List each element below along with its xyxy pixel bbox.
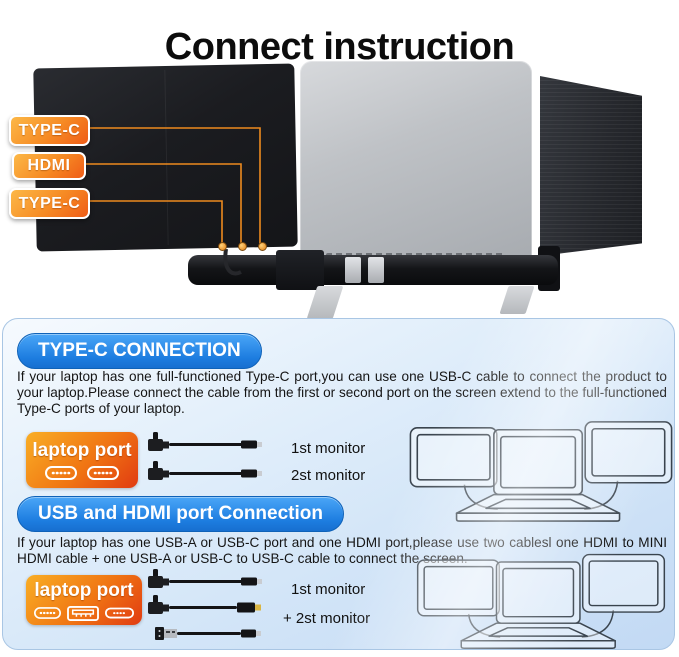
cable-label-1st-monitor: 1st monitor bbox=[291, 581, 366, 598]
mount-bar bbox=[188, 255, 558, 285]
laptop-lid bbox=[300, 61, 532, 262]
port-label-type-c-1: TYPE-C bbox=[9, 115, 90, 146]
laptop-port-button-1: laptop port bbox=[26, 432, 138, 488]
cable-label-2st-monitor: + 2st monitor bbox=[283, 610, 371, 627]
kickstand-right bbox=[499, 286, 535, 314]
usb-c-cable-icon bbox=[148, 432, 262, 451]
port-dot-2 bbox=[238, 242, 247, 251]
laptop-port-label: laptop port bbox=[34, 579, 134, 601]
cable-label-1st-monitor: 1st monitor bbox=[291, 440, 366, 457]
instruction-panel: TYPE-C CONNECTION If your laptop has one… bbox=[2, 318, 675, 650]
port-label-type-c-2: TYPE-C bbox=[9, 188, 90, 219]
kickstand-left bbox=[306, 286, 344, 319]
port-label-text: TYPE-C bbox=[18, 194, 81, 212]
laptop-port-button-2: laptop port bbox=[26, 575, 142, 625]
triple-monitor-illustration-2 bbox=[416, 553, 666, 649]
bar-clip bbox=[345, 257, 361, 283]
port-label-hdmi: HDMI bbox=[12, 152, 86, 180]
laptop-ports-row bbox=[34, 605, 134, 621]
section-header-text: USB and HDMI port Connection bbox=[38, 503, 323, 524]
usb-a-cable-icon bbox=[155, 627, 261, 640]
laptop-port-label: laptop port bbox=[32, 440, 132, 461]
cables-illustration-1 bbox=[148, 432, 262, 480]
hdmi-cable-icon bbox=[148, 595, 261, 614]
product-diagram: TYPE-C HDMI TYPE-C bbox=[0, 55, 679, 319]
cables-illustration-2 bbox=[148, 569, 262, 640]
usb-c-port-icon bbox=[34, 607, 61, 619]
hdmi-port-icon bbox=[105, 607, 134, 619]
bar-clip bbox=[368, 257, 384, 283]
section-body-type-c: If your laptop has one full-functioned T… bbox=[17, 369, 667, 416]
laptop-ports-row bbox=[45, 466, 119, 480]
usb-a-port-icon bbox=[67, 605, 99, 621]
cable-label-2st-monitor: 2st monitor bbox=[291, 467, 366, 484]
usb-c-cable-icon bbox=[148, 569, 262, 588]
port-label-text: HDMI bbox=[27, 157, 71, 174]
section-header-type-c-connection: TYPE-C CONNECTION bbox=[17, 333, 262, 369]
usb-c-port-icon bbox=[87, 466, 119, 480]
right-extender-screen bbox=[540, 76, 642, 256]
usb-c-port-icon bbox=[45, 466, 77, 480]
section-body-usb-hdmi: If your laptop has one USB-A or USB-C po… bbox=[17, 535, 667, 566]
port-label-text: TYPE-C bbox=[18, 121, 81, 139]
port-dot-3 bbox=[258, 242, 267, 251]
triple-monitor-illustration-1 bbox=[409, 421, 673, 522]
usb-c-cable-icon bbox=[148, 461, 262, 480]
section-header-text: TYPE-C CONNECTION bbox=[38, 340, 241, 361]
section-header-usb-hdmi-connection: USB and HDMI port Connection bbox=[17, 496, 344, 532]
port-dot-1 bbox=[218, 242, 227, 251]
bar-clamp bbox=[276, 250, 324, 290]
